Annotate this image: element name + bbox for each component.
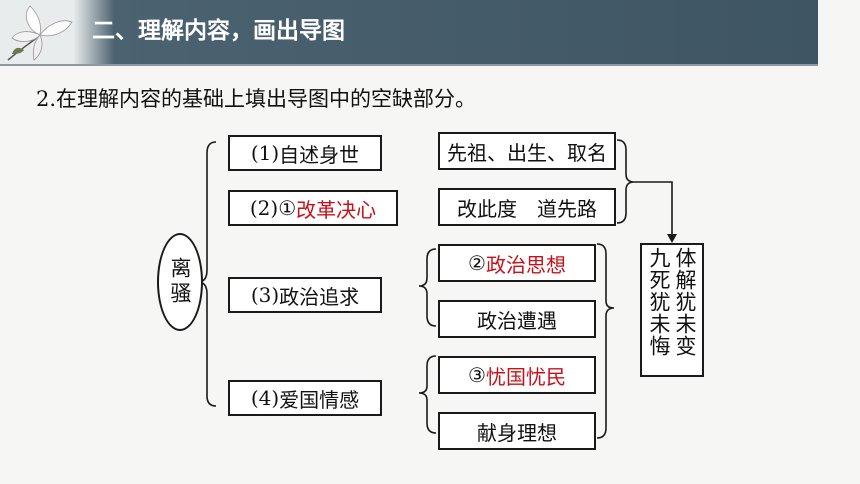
- detail-3-answer-mark: ②: [468, 251, 486, 275]
- brace-section-3: [418, 248, 437, 327]
- section-3-number: (3): [250, 283, 280, 307]
- section-2-number: (2): [249, 196, 279, 220]
- section-1-label: 自述身世: [279, 142, 360, 167]
- detail-6-box: 献身理想: [438, 412, 596, 450]
- center-node-label: 离骚: [168, 257, 192, 307]
- section-3-label: 政治追求: [279, 284, 360, 309]
- section-4-number: (4): [250, 386, 280, 410]
- section-2-answer-mark: ①: [278, 196, 297, 220]
- header-bar: [0, 0, 818, 64]
- conclusion-text: 体解犹未变 九死犹未悔: [647, 247, 697, 357]
- detail-5-answer-mark: ③: [468, 363, 486, 387]
- detail-5-answer: 忧国忧民: [485, 364, 566, 389]
- brace-right-top: [616, 139, 635, 224]
- section-4-box: (4)爱国情感: [228, 380, 382, 416]
- brace-right-bottom: [596, 243, 615, 439]
- conclusion-box: 体解犹未变 九死犹未悔: [640, 243, 704, 377]
- center-node: 离骚: [157, 233, 203, 331]
- detail-4-box: 政治遭遇: [438, 300, 596, 338]
- arrow-line: [634, 181, 673, 236]
- section-2-answer: 改革决心: [296, 197, 377, 222]
- page-title: 二、理解内容，画出导图: [92, 18, 345, 44]
- detail-4-label: 政治遭遇: [477, 308, 557, 333]
- section-1-box: (1)自述身世: [228, 135, 382, 171]
- brace-section-4: [418, 355, 437, 434]
- detail-2-label: 改此度 道先路: [457, 196, 597, 221]
- detail-1-box: 先祖、出生、取名: [438, 132, 616, 170]
- instruction-text: 2.在理解内容的基础上填出导图中的空缺部分。: [36, 87, 477, 111]
- detail-3-answer: 政治思想: [485, 252, 566, 277]
- magnolia-flower-icon: [7, 5, 73, 61]
- section-3-box: (3)政治追求: [228, 277, 382, 313]
- header-underline: [0, 64, 818, 66]
- detail-6-label: 献身理想: [477, 420, 557, 445]
- section-1-number: (1): [250, 141, 280, 165]
- detail-2-box: 改此度 道先路: [438, 188, 616, 226]
- arrow-head: [667, 234, 677, 243]
- section-4-label: 爱国情感: [279, 387, 360, 412]
- detail-1-label: 先祖、出生、取名: [447, 140, 607, 165]
